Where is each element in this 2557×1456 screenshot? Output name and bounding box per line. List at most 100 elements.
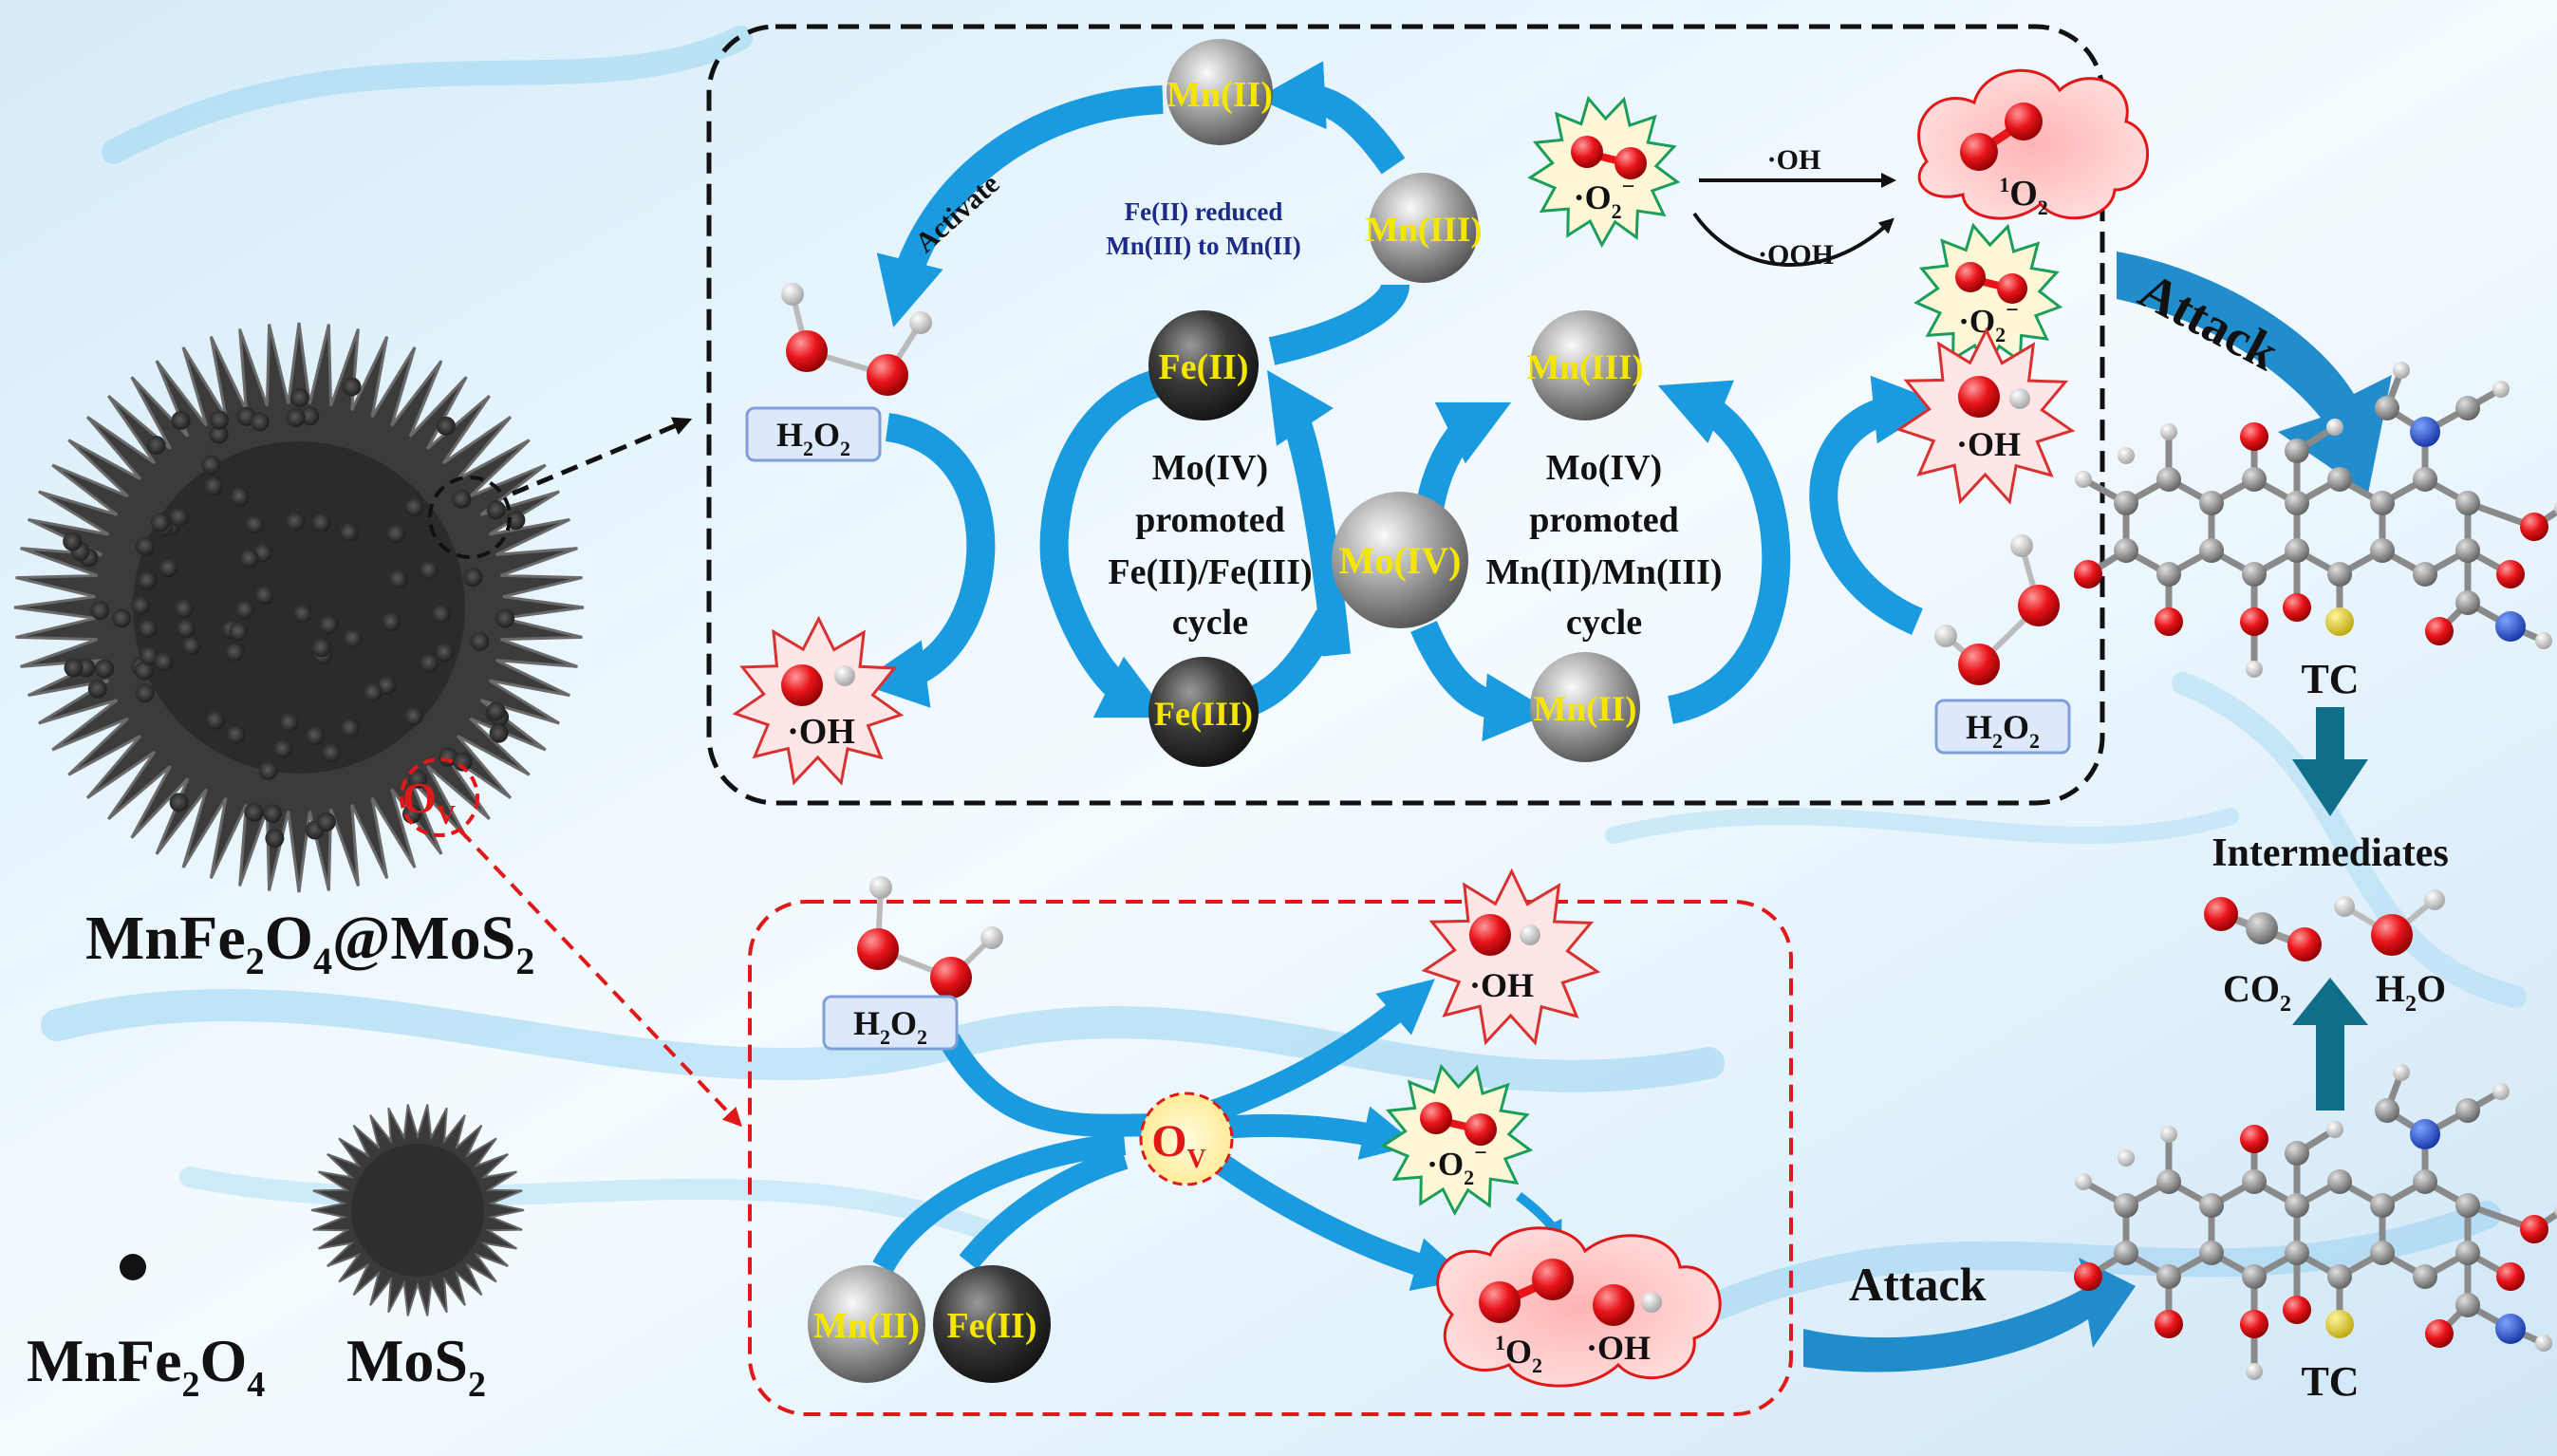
tc-atom xyxy=(2492,381,2510,398)
svg-text:Mo(IV): Mo(IV) xyxy=(1546,448,1662,488)
superoxide-radical-top: ·O2− xyxy=(1527,95,1681,249)
svg-text:Mn(II): Mn(II) xyxy=(1167,75,1273,115)
svg-text:Mn(II): Mn(II) xyxy=(813,1306,920,1346)
oh-radical-bottom: ·OH xyxy=(1421,868,1601,1046)
mnfe2o4-dot xyxy=(495,608,515,628)
intermediates-label: Intermediates xyxy=(2212,831,2449,875)
mnfe2o4-dot xyxy=(169,507,189,527)
mnfe2o4-dot xyxy=(506,511,526,531)
tc-atom xyxy=(2074,560,2102,588)
mos2-label: MoS2 xyxy=(346,1327,486,1405)
mnfe2o4-dot xyxy=(322,743,342,763)
tc-atom xyxy=(2283,1296,2311,1324)
mnfe2o4-dot xyxy=(403,706,423,726)
tc-atom xyxy=(2155,1310,2183,1338)
tc-atom xyxy=(2492,1083,2510,1100)
tc-atom xyxy=(2199,538,2224,563)
mnfe2o4-dot xyxy=(279,713,299,733)
tc-atom xyxy=(2410,417,2440,447)
tc-atom xyxy=(2285,1141,2309,1166)
tc-atom xyxy=(2455,590,2480,615)
mnfe2o4-dot xyxy=(64,658,84,678)
tc-atom xyxy=(2246,1363,2263,1380)
mnfe2o4-dot xyxy=(250,412,270,432)
h2o2-molecule-bottom xyxy=(857,876,1003,999)
svg-text:cycle: cycle xyxy=(1172,603,1248,643)
superoxide-conversion-arrows xyxy=(1692,173,1896,268)
tc-atom xyxy=(2327,467,2352,492)
mnfe2o4-dot xyxy=(135,661,154,681)
tc-atom xyxy=(2455,1098,2480,1123)
fe-reduced-line1: Fe(II) reduced xyxy=(1125,197,1283,226)
svg-text:Mo(IV): Mo(IV) xyxy=(1339,539,1462,582)
mn-cycle-label: Mo(IV) promoted Mn(II)/Mn(III) cycle xyxy=(1485,448,1722,643)
tc-atom xyxy=(2413,562,2437,587)
mnfe2o4-dot xyxy=(135,683,155,703)
tc-atom xyxy=(2455,1193,2480,1218)
tc-atom xyxy=(2160,423,2177,440)
ion-mn2-bottom: Mn(II) xyxy=(808,1265,925,1383)
tc-atom xyxy=(2240,422,2268,451)
attack-arrow-bottom xyxy=(1803,1258,2136,1372)
singlet-oxygen-hydroxyl-cloud: 1O2 ·OH xyxy=(1436,1226,1722,1388)
mnfe2o4-dot xyxy=(229,622,249,642)
svg-text:Mn(III): Mn(III) xyxy=(1526,348,1643,387)
singlet-oxygen-cloud-top: 1O2 xyxy=(1917,68,2150,220)
mnfe2o4-dot xyxy=(209,424,229,444)
mnfe2o4-dot xyxy=(340,719,360,737)
tc-atom xyxy=(2495,1314,2526,1344)
mo-cycle-box xyxy=(706,24,2105,806)
mnfe2o4-dot xyxy=(470,631,490,651)
fe-reduced-line2: Mn(III) to Mn(II) xyxy=(1106,232,1301,260)
mnfe2o4-dot xyxy=(258,760,278,780)
tc-atom xyxy=(2156,1264,2181,1289)
tc-atom xyxy=(2114,1193,2138,1218)
svg-text:1O2: 1O2 xyxy=(1495,1331,1542,1377)
mnfe2o4-dot xyxy=(404,497,424,517)
tc-atom xyxy=(2410,1119,2440,1149)
tc-atom xyxy=(2413,467,2437,492)
mnfe2o4-dot xyxy=(311,513,331,532)
svg-text:promoted: promoted xyxy=(1135,500,1285,540)
zoom-connector-black xyxy=(512,417,693,496)
mnfe2o4-dot xyxy=(95,659,114,679)
ion-fe2-bottom: Fe(II) xyxy=(933,1265,1051,1383)
vacancy-mechanism-box xyxy=(748,900,1793,1416)
mnfe2o4-dot xyxy=(342,377,362,397)
zoom-connector-red xyxy=(458,829,742,1128)
tc-atom xyxy=(2240,607,2268,636)
mos2-flower-particle xyxy=(310,1104,525,1316)
tc-atom xyxy=(2156,562,2181,587)
oxygen-vacancy-badge-left: OV xyxy=(400,757,479,837)
tc-atom xyxy=(2370,538,2395,563)
mnfe2o4-dot xyxy=(181,636,201,656)
svg-text:Fe(II)/Fe(III): Fe(II)/Fe(III) xyxy=(1108,552,1312,592)
tc-atom xyxy=(2393,362,2410,379)
tc-label-bottom: TC xyxy=(2301,1358,2359,1405)
mnfe2o4-dot xyxy=(239,549,259,569)
mnfe2o4-dot xyxy=(159,558,178,578)
mnfe2o4-dot xyxy=(140,645,159,665)
mnfe2o4-dot xyxy=(273,738,293,758)
mnfe2o4-dot xyxy=(431,604,451,624)
tc-atom xyxy=(2240,1125,2268,1153)
svg-text:OV: OV xyxy=(1151,1116,1206,1174)
svg-text:OV: OV xyxy=(402,774,456,831)
zoom-circle xyxy=(428,476,512,559)
mnfe2o4-dot xyxy=(112,608,132,628)
tc-atom xyxy=(2285,538,2309,563)
tc-atom xyxy=(2325,607,2354,636)
tc-atom xyxy=(2118,1149,2135,1167)
tc-atom xyxy=(2554,1204,2557,1217)
mnfe2o4-dot xyxy=(386,524,406,543)
mnfe2o4-dot xyxy=(439,747,458,767)
mnfe2o4-dot xyxy=(138,570,158,590)
mnfe2o4-dot xyxy=(90,601,110,621)
tc-atom xyxy=(2327,1169,2352,1194)
mnfe2o4-dot xyxy=(305,726,325,745)
tc-atom xyxy=(2413,1264,2437,1289)
ion-mn3-top: Mn(III) xyxy=(1365,173,1483,283)
mnfe2o4-dot xyxy=(316,812,336,831)
tc-atom xyxy=(2327,562,2352,587)
